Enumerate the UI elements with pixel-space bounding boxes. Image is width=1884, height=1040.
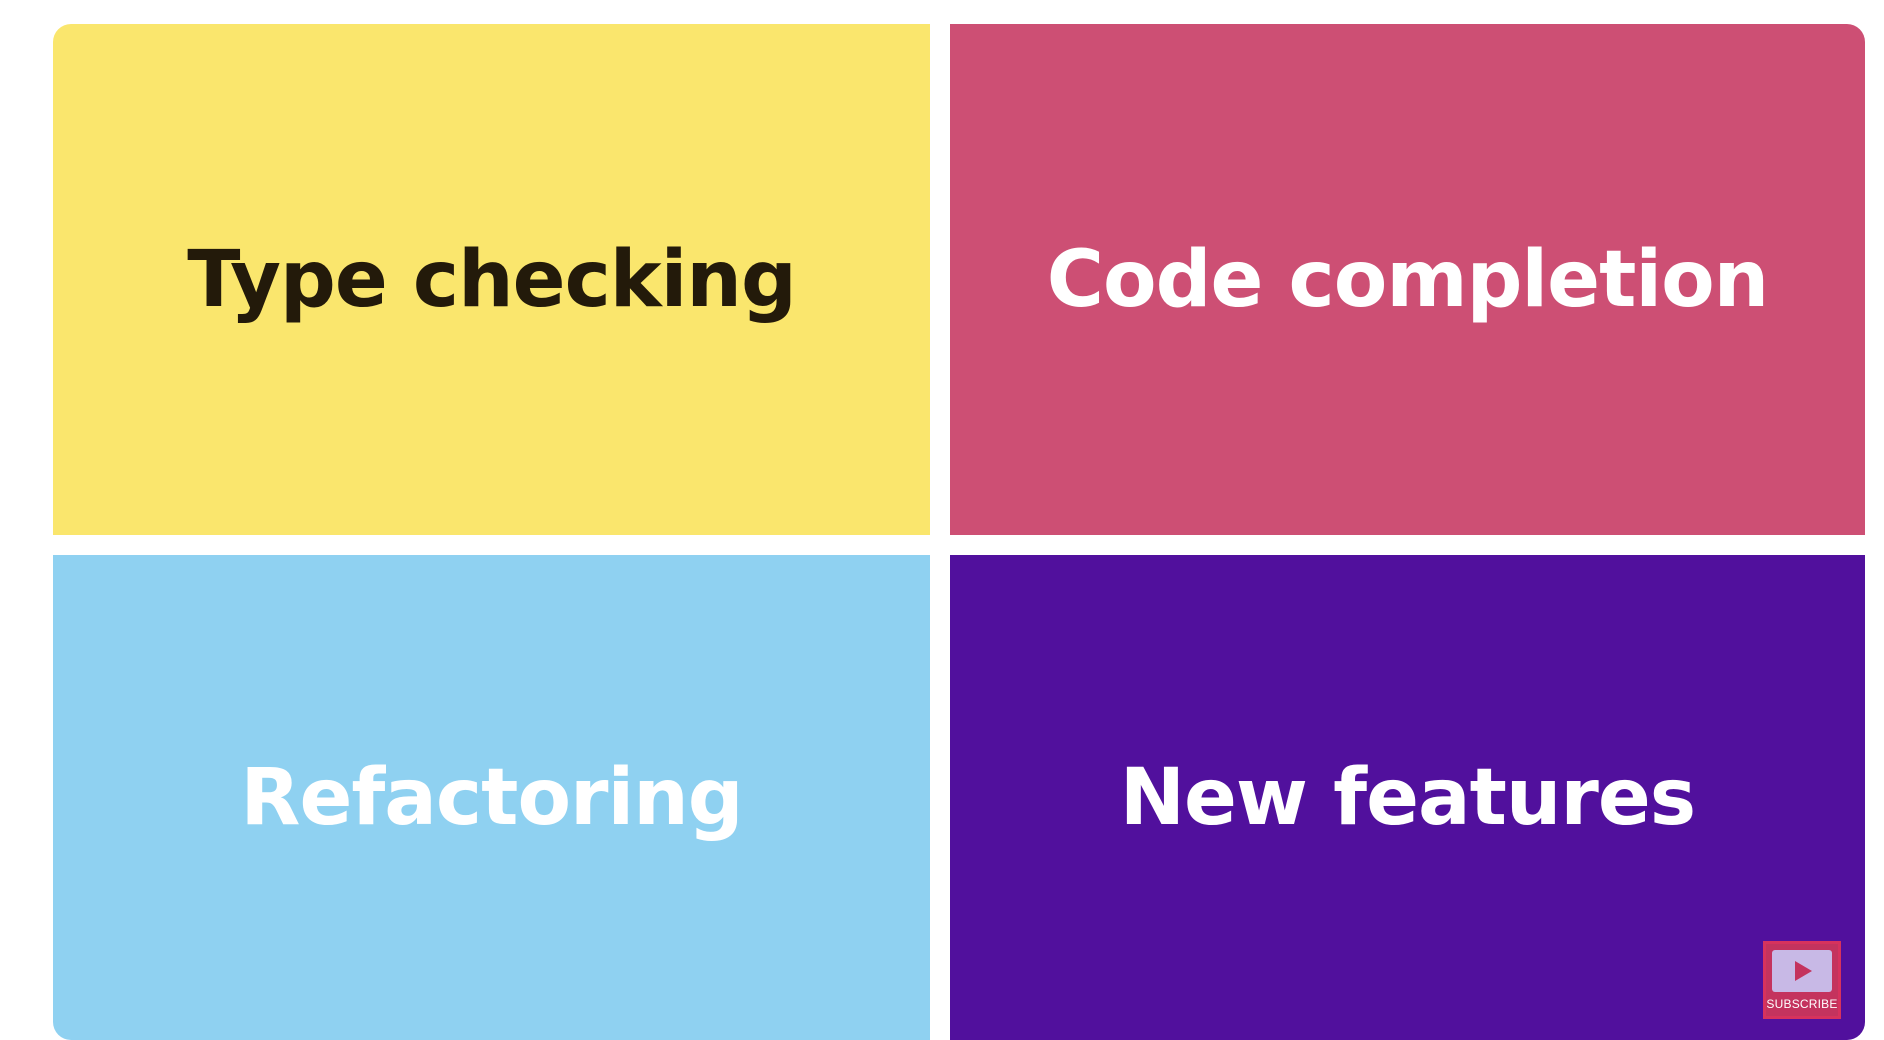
tile-label-new-features: New features (1119, 752, 1696, 843)
play-icon (1772, 950, 1832, 992)
tile-refactoring: Refactoring (53, 555, 930, 1040)
tile-label-type-checking: Type checking (187, 234, 797, 325)
tile-label-refactoring: Refactoring (240, 752, 743, 843)
tile-type-checking: Type checking (53, 24, 930, 535)
tile-label-code-completion: Code completion (1046, 234, 1769, 325)
subscribe-button[interactable]: SUBSCRIBE (1763, 941, 1841, 1019)
tile-code-completion: Code completion (950, 24, 1865, 535)
tile-new-features: New features (950, 555, 1865, 1040)
subscribe-label: SUBSCRIBE (1766, 997, 1838, 1011)
